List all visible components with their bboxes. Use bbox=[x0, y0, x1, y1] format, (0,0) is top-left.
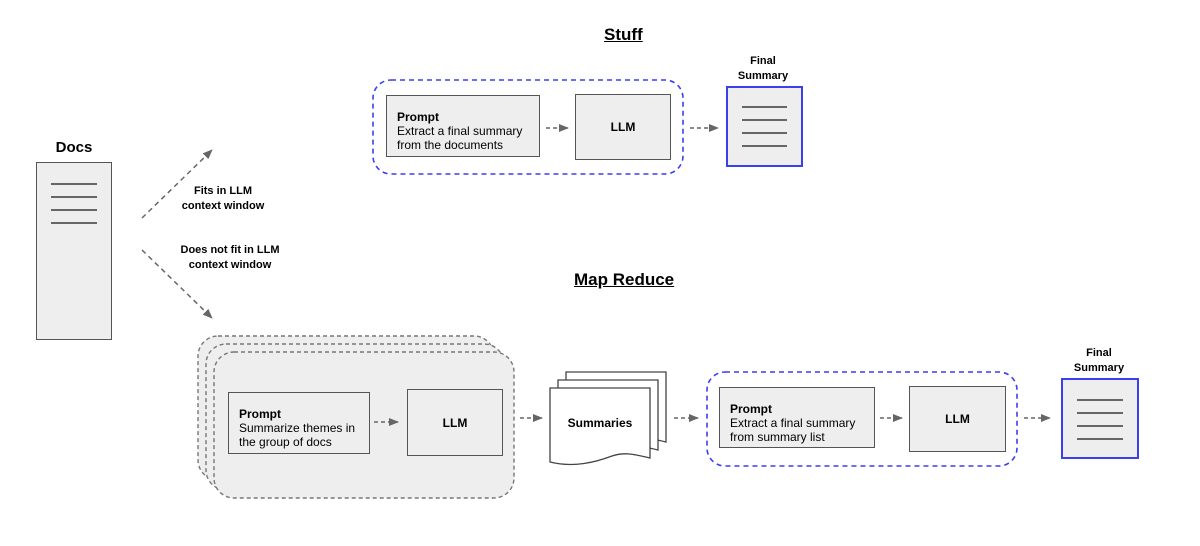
final-text-line bbox=[1077, 399, 1123, 401]
docs-text-line bbox=[51, 196, 97, 198]
not-fits-label: Does not fit in LLM context window bbox=[180, 244, 280, 271]
fits-label: Fits in LLM context window bbox=[181, 185, 265, 212]
reduce-prompt-text: Extract a final summary from summary lis… bbox=[730, 416, 856, 444]
docs-text-line bbox=[51, 222, 97, 224]
final-text-line bbox=[1077, 425, 1123, 427]
reduce-final-summary-title: Final Summary bbox=[1073, 347, 1125, 374]
final-text-line bbox=[742, 106, 787, 108]
stuff-final-summary-document bbox=[726, 86, 803, 167]
map-prompt-title: Prompt bbox=[239, 407, 281, 421]
stuff-prompt-text: Extract a final summary from the documen… bbox=[397, 124, 523, 152]
fits-arrow bbox=[141, 149, 213, 219]
reduce-prompt-title: Prompt bbox=[730, 402, 772, 416]
stuff-llm-box: LLM bbox=[575, 94, 671, 160]
reduce-chain-container bbox=[706, 371, 1018, 467]
docs-document bbox=[36, 162, 112, 340]
final-text-line bbox=[1077, 438, 1123, 440]
stuff-final-summary-title: Final Summary bbox=[737, 55, 789, 82]
map-prompt-text: Summarize themes in the group of docs bbox=[239, 421, 356, 449]
not-fits-arrow bbox=[141, 249, 213, 319]
final-text-line bbox=[742, 145, 787, 147]
summaries-label: Summaries bbox=[567, 416, 633, 430]
docs-text-line bbox=[51, 209, 97, 211]
reduce-llm-box: LLM bbox=[909, 386, 1006, 452]
final-text-line bbox=[1077, 412, 1123, 414]
stuff-prompt-box: Prompt Extract a final summary from the … bbox=[386, 95, 540, 157]
stuff-prompt-title: Prompt bbox=[397, 110, 439, 124]
final-text-line bbox=[742, 132, 787, 134]
map-prompt-box: Prompt Summarize themes in the group of … bbox=[228, 392, 370, 454]
summaries-sheet-front bbox=[549, 387, 651, 466]
summaries-stack bbox=[549, 371, 667, 466]
map-llm-box: LLM bbox=[407, 389, 503, 456]
reduce-final-summary-document bbox=[1061, 378, 1139, 459]
final-text-line bbox=[742, 119, 787, 121]
stuff-heading: Stuff bbox=[604, 25, 643, 44]
reduce-prompt-box: Prompt Extract a final summary from summ… bbox=[719, 387, 875, 448]
docs-text-line bbox=[51, 183, 97, 185]
stuff-chain-container bbox=[372, 79, 684, 175]
docs-title: Docs bbox=[55, 139, 93, 156]
map-reduce-heading: Map Reduce bbox=[574, 270, 675, 289]
